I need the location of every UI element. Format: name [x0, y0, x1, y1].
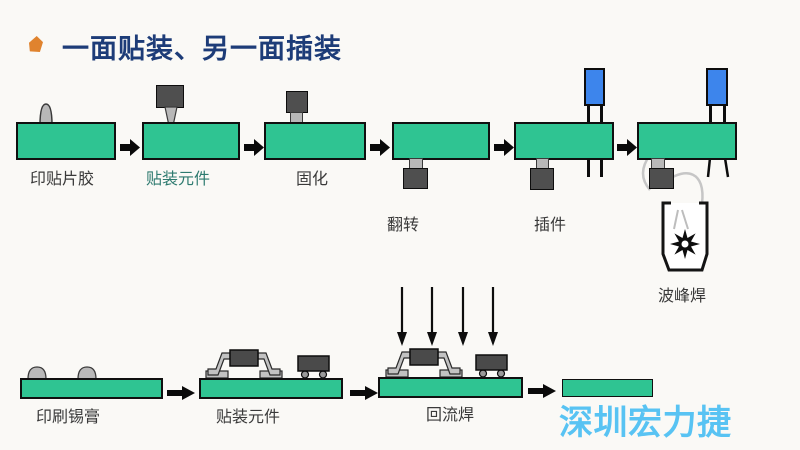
step-label-cure: 固化: [295, 171, 329, 188]
adhesive-dot-icon: [39, 103, 53, 125]
step-label-insert: 插件: [533, 217, 567, 234]
lead-icon: [600, 159, 603, 177]
step-label-place-components: 贴装元件: [145, 171, 211, 188]
heat-arrows-icon: [397, 287, 498, 346]
step-label-place-components-bottom: 贴装元件: [215, 409, 281, 426]
step-label-wave-solder: 波峰焊: [657, 288, 707, 305]
step-label-reflow-solder: 回流焊: [425, 407, 475, 424]
lead-icon: [723, 104, 726, 123]
process-arrow-icon: [370, 139, 390, 156]
process-arrow-icon: [244, 139, 264, 156]
pcb-board: [514, 122, 614, 160]
component-icon: [530, 168, 554, 190]
capacitor-icon: [706, 68, 728, 106]
pcb-board: [20, 378, 163, 399]
lead-icon: [709, 104, 712, 123]
chip-component-icon: [475, 354, 508, 378]
process-arrow-icon: [167, 386, 195, 400]
bullet-icon: [29, 36, 43, 52]
smt-ic-icon: [385, 348, 463, 378]
pcb-board: [264, 122, 366, 160]
solder-paste-icon: [27, 366, 47, 379]
wave-solder-tank-icon: [641, 154, 730, 272]
lead-icon: [587, 104, 590, 123]
component-icon: [649, 168, 674, 189]
process-arrow-icon: [120, 139, 140, 156]
pcb-board: [637, 122, 737, 160]
finished-board: [562, 379, 653, 397]
step-label-print-solder-paste: 印刷锡膏: [35, 409, 101, 426]
watermark: 深圳宏力捷: [559, 404, 732, 442]
lead-icon: [600, 104, 603, 123]
pcb-board: [16, 122, 116, 160]
chip-component-icon: [297, 355, 330, 379]
pcb-board: [199, 378, 343, 399]
step-label-print-adhesive: 印贴片胶: [29, 171, 95, 188]
lead-icon: [587, 159, 590, 177]
pcb-board: [378, 377, 523, 398]
capacitor-icon: [584, 68, 605, 106]
component-icon: [156, 85, 184, 108]
process-arrow-icon: [528, 384, 556, 398]
component-icon: [286, 91, 308, 113]
component-icon: [403, 168, 428, 189]
pcb-board: [392, 122, 490, 160]
solder-paste-icon: [77, 366, 97, 379]
process-arrow-icon: [494, 139, 514, 156]
step-label-flip: 翻转: [386, 217, 420, 234]
process-arrow-icon: [350, 386, 378, 400]
smt-ic-icon: [205, 349, 283, 379]
pcb-board: [142, 122, 240, 160]
process-arrow-icon: [617, 139, 637, 156]
page-title: 一面贴装、另一面插装: [62, 34, 342, 64]
